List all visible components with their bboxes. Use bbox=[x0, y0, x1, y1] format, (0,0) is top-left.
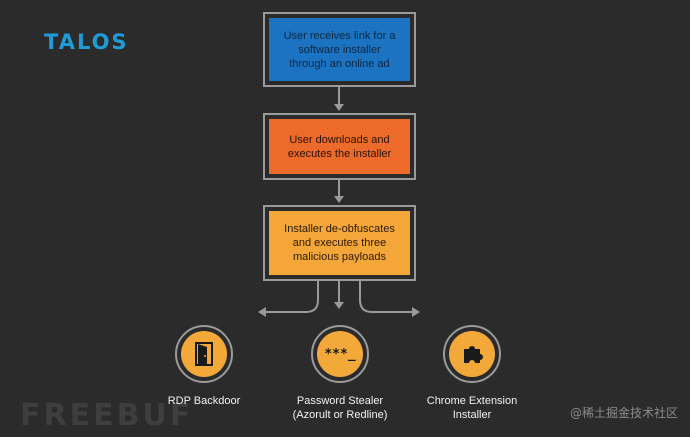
chrome-extension-line-2: Installer bbox=[452, 409, 492, 421]
arrow-down-1 bbox=[334, 104, 344, 111]
password-stealer-line-2: (Azorult or Redline) bbox=[292, 409, 388, 421]
arrow-down-3 bbox=[334, 302, 344, 309]
freebuf-watermark: FREEBUF bbox=[20, 398, 194, 433]
juejin-watermark: @稀土掘金技术社区 bbox=[569, 406, 678, 420]
arrow-left bbox=[258, 307, 266, 317]
step-3-line-2: and executes three bbox=[292, 237, 387, 249]
rdp-backdoor-node bbox=[175, 325, 233, 383]
chrome-extension-node bbox=[443, 325, 501, 383]
step-3-line-3: malicious payloads bbox=[293, 251, 386, 263]
chrome-extension-label: Chrome Extension Installer bbox=[402, 394, 542, 422]
step-1-text: User receives link for a software instal… bbox=[269, 18, 410, 81]
step-2-text: User downloads and executes the installe… bbox=[269, 119, 410, 174]
step-3-box: Installer de-obfuscates and executes thr… bbox=[263, 205, 416, 281]
step-1-line-3: through an online ad bbox=[289, 57, 390, 70]
talos-logo: TALOS bbox=[44, 30, 129, 54]
step-2-box: User downloads and executes the installe… bbox=[263, 113, 416, 180]
puzzle-piece-icon bbox=[464, 346, 483, 363]
password-icon: ***_ bbox=[324, 346, 356, 362]
step-1-line-1: User receives link for a bbox=[283, 29, 396, 42]
password-stealer-node: ***_ bbox=[311, 325, 369, 383]
arrow-down-2 bbox=[334, 196, 344, 203]
chrome-extension-line-1: Chrome Extension bbox=[426, 395, 518, 407]
password-stealer-line-1: Password Stealer bbox=[296, 395, 384, 407]
step-1-line-2: software installer bbox=[298, 43, 381, 56]
rdp-backdoor-line-1: RDP Backdoor bbox=[167, 395, 241, 407]
arrow-right bbox=[412, 307, 420, 317]
password-stealer-label: Password Stealer (Azorult or Redline) bbox=[270, 394, 410, 422]
step-2-line-1: User downloads and bbox=[289, 133, 390, 146]
step-1-box: User receives link for a software instal… bbox=[263, 12, 416, 87]
step-2-line-2: executes the installer bbox=[287, 147, 392, 160]
rdp-backdoor-label: RDP Backdoor bbox=[134, 394, 274, 408]
door-icon bbox=[195, 342, 213, 366]
step-3-line-1: Installer de-obfuscates bbox=[284, 223, 395, 235]
step-3-text: Installer de-obfuscates and executes thr… bbox=[269, 211, 410, 275]
